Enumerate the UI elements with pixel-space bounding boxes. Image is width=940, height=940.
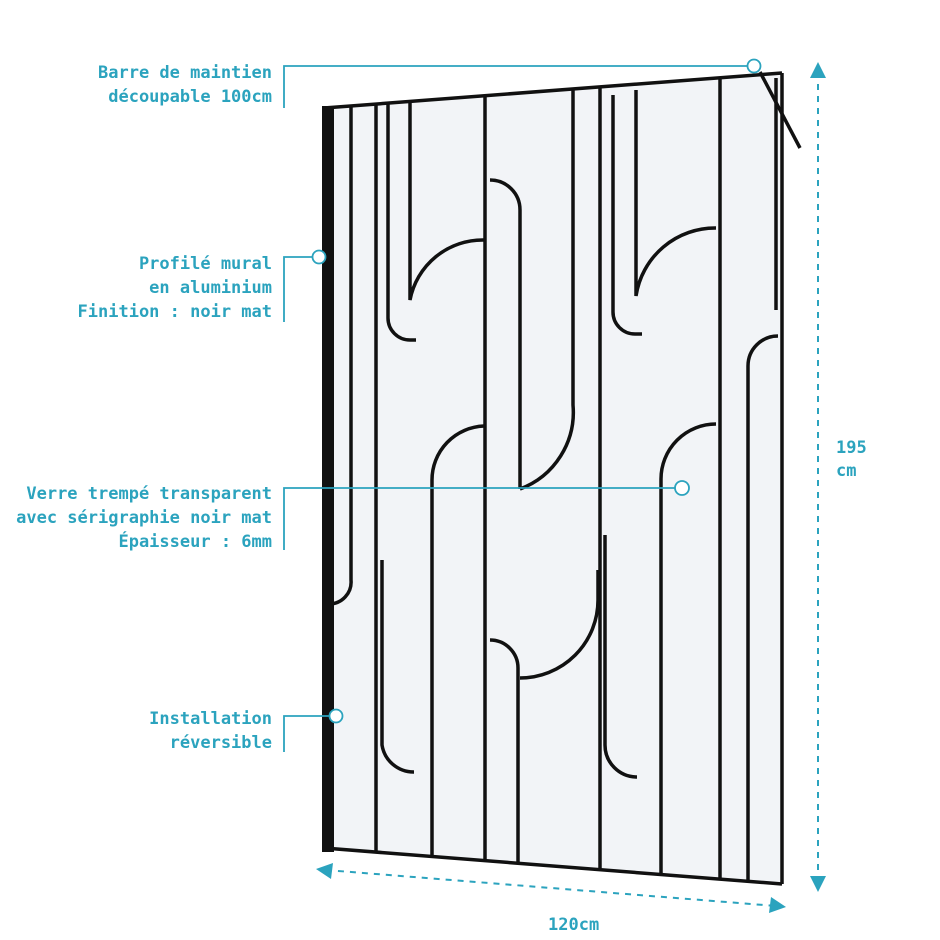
profile-label-line-3: Finition : noir mat [77,302,272,322]
glass-label-line-2: avec sérigraphie noir mat [16,508,272,528]
bar-marker [746,58,762,74]
pattern-arc [380,560,415,774]
glass-label-line-3: Épaisseur : 6mm [118,532,272,552]
pattern-arc [659,422,717,880]
profile-marker [311,249,327,265]
pattern-arc [519,90,576,491]
profile-callout-label: Profilé mural en aluminium Finition : no… [78,252,272,324]
height-dimension [810,62,826,892]
pattern-arc [746,334,779,880]
bar-label-line-1: Barre de maintien [98,63,272,83]
install-leader [283,715,329,752]
pattern-arc [634,90,717,297]
glass-label-line-1: Verre trempé transparent [26,484,272,504]
install-callout-label: Installation réversible [149,707,272,755]
wall-profile [322,106,334,852]
install-marker [328,708,344,724]
install-label-line-1: Installation [149,709,272,729]
profile-label-line-1: Profilé mural [138,254,272,274]
serigraphy-pattern [328,73,779,884]
height-unit: cm [836,461,857,481]
pattern-arc [519,570,600,680]
support-bar [758,71,802,149]
profile-leader [283,256,313,322]
glass-marker [674,480,690,496]
width-value: 120cm [548,915,600,935]
pattern-arc [603,535,638,779]
width-dimension [316,863,786,913]
height-dimension-label: 195 cm [836,437,867,483]
glass-frame [323,71,784,886]
bar-callout-label: Barre de maintien découpable 100cm [98,61,272,109]
bar-label-line-2: découpable 100cm [108,87,272,107]
bar-leader [283,65,754,108]
profile-label-line-2: en aluminium [149,278,272,298]
pattern-arc [408,90,485,301]
glass-callout-label: Verre trempé transparent avec sérigraphi… [16,482,272,554]
glass-panel [324,73,782,884]
pattern-arc [489,178,522,489]
callout-leaders [283,58,762,752]
pattern-arc [430,424,485,860]
install-label-line-2: réversible [169,733,272,753]
height-value: 195 [836,438,867,458]
pattern-arc [611,95,642,336]
pattern-arc [489,638,520,870]
pattern-arc [386,100,416,342]
glass-leader [283,487,675,550]
width-dimension-label: 120cm [548,914,599,937]
